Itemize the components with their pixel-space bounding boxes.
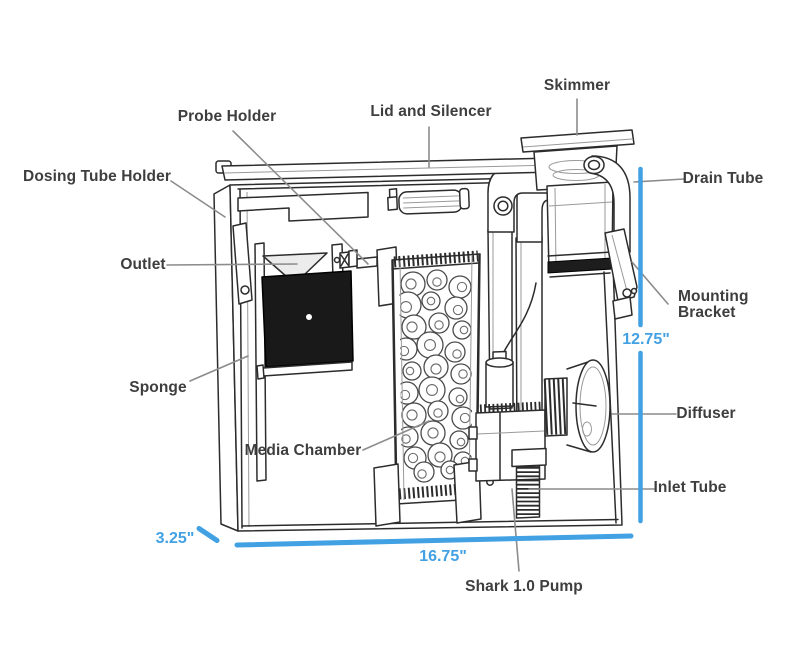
label-outlet: Outlet [120, 256, 166, 273]
dosing-tube-holder-part [232, 191, 369, 305]
label-drain-tube: Drain Tube [682, 170, 764, 187]
label-probe-holder: Probe Holder [177, 108, 277, 125]
label-sponge: Sponge [129, 379, 187, 396]
diffuser-part [543, 359, 611, 453]
label-lid-and-silencer: Lid and Silencer [370, 103, 492, 120]
label-media-chamber: Media Chamber [244, 442, 362, 459]
label-skimmer: Skimmer [543, 77, 611, 94]
mounting-bracket-part [604, 228, 638, 320]
dimension-lines [196, 166, 643, 548]
skimmer-part [520, 129, 638, 320]
dimension-depth: 3.25" [155, 530, 195, 547]
label-inlet-tube: Inlet Tube [653, 479, 727, 496]
media-chamber-part [373, 250, 482, 527]
dimension-width: 16.75" [419, 548, 467, 565]
label-mounting-bracket: Mounting Bracket [678, 288, 749, 321]
pump-part [468, 282, 547, 519]
label-pump: Shark 1.0 Pump [465, 578, 583, 595]
leader-lines [166, 98, 685, 572]
label-diffuser: Diffuser [676, 405, 736, 422]
label-dosing-tube-holder: Dosing Tube Holder [23, 168, 171, 185]
dimension-height: 12.75" [622, 331, 670, 348]
sponge-part [256, 270, 354, 380]
lid-and-silencer-part [215, 157, 556, 215]
